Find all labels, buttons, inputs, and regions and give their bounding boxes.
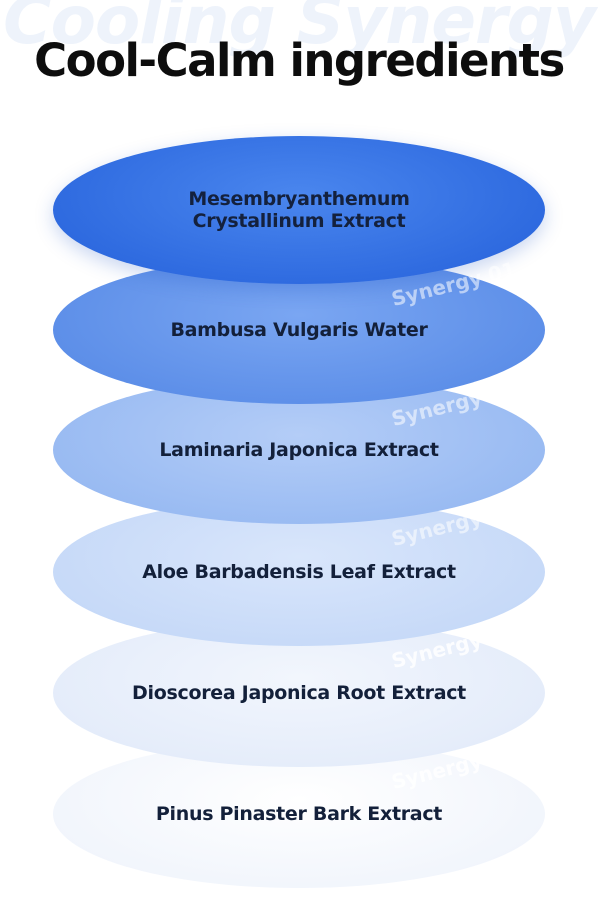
ingredient-name: Aloe Barbadensis Leaf Extract	[142, 561, 456, 583]
ingredient-name: Laminaria Japonica Extract	[159, 439, 439, 461]
ingredient-label-3: Laminaria Japonica Extract	[159, 439, 439, 461]
synergy-tag-6: Synergy 06	[388, 860, 519, 915]
ingredient-label-1: Mesembryanthemum Crystallinum Extract	[188, 188, 410, 232]
ingredient-disc-2: Bambusa Vulgaris Water Synergy 02	[53, 256, 545, 431]
background-watermark-title: Cooling Synergy	[3, 0, 596, 59]
ingredient-label-4: Aloe Barbadensis Leaf Extract	[142, 561, 456, 583]
ingredient-label-2: Bambusa Vulgaris Water	[170, 319, 427, 341]
ingredient-name-line-2: Crystallinum Extract	[192, 210, 406, 232]
ingredient-label-5: Dioscorea Japonica Root Extract	[132, 682, 466, 704]
ingredient-disc-1: Mesembryanthemum Crystallinum Extract Sy…	[53, 136, 545, 311]
ingredient-name: Dioscorea Japonica Root Extract	[132, 682, 466, 704]
ingredient-disc-6: Pinus Pinaster Bark Extract Synergy 06	[53, 740, 545, 915]
ingredient-name: Pinus Pinaster Bark Extract	[155, 803, 443, 825]
ingredient-name: Bambusa Vulgaris Water	[170, 319, 428, 341]
ingredient-name-line-1: Mesembryanthemum	[188, 188, 410, 210]
page-title: Cool-Calm ingredients	[34, 34, 565, 87]
ingredient-label-6: Pinus Pinaster Bark Extract	[156, 803, 442, 825]
